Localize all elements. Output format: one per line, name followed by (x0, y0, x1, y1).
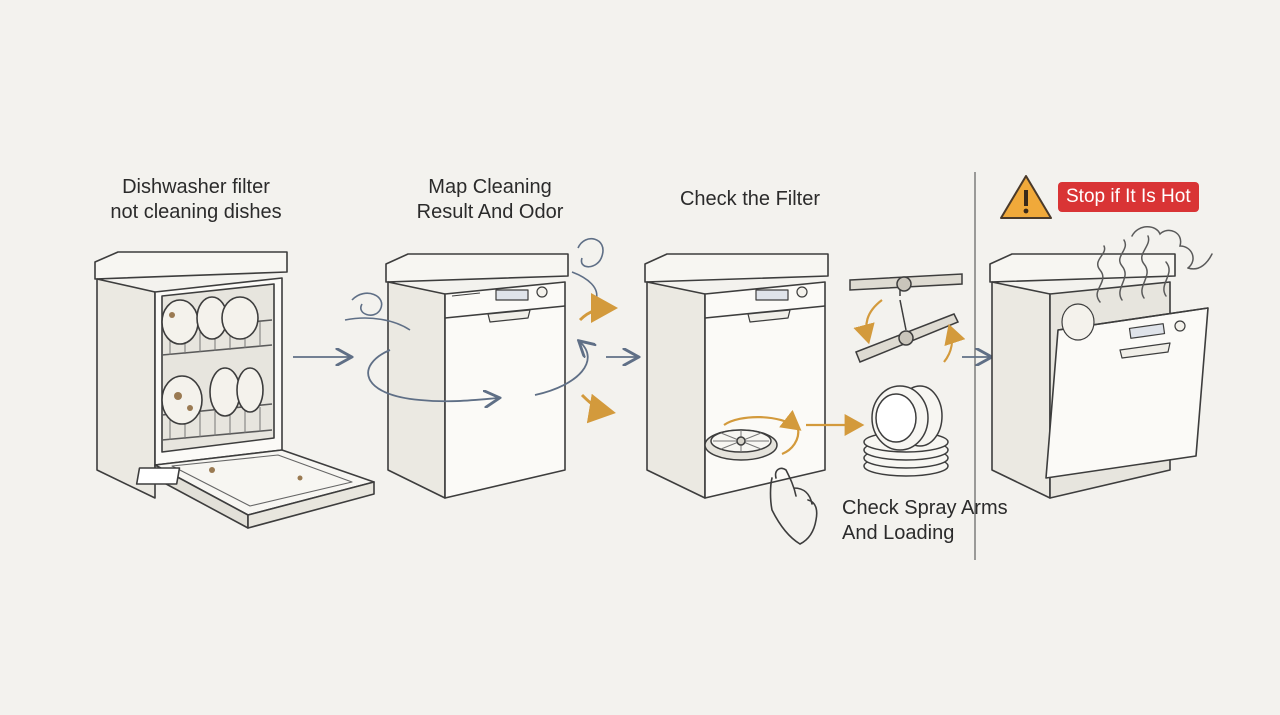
step-1-label-line-1: Dishwasher filter (122, 176, 270, 198)
step-1-label: Dishwasher filter not cleaning dishes (96, 175, 296, 225)
steam-icon (1096, 226, 1213, 303)
open-dishwasher-illustration (94, 251, 375, 529)
spray-rotate-arrow-right (943, 323, 966, 363)
warning-triangle-icon (1000, 175, 1052, 219)
accent-arrow-up (578, 293, 618, 324)
filter-rotate-arrow (723, 409, 802, 431)
spray-arms-label: Check Spray Arms And Loading (842, 496, 1042, 546)
spray-label-line-2: And Loading (842, 522, 955, 544)
warning-badge: Stop if It Is Hot (1058, 182, 1199, 212)
step-2-label: Map Cleaning Result And Odor (385, 175, 595, 225)
cycle-arrow-right (534, 342, 588, 396)
step-2-label-line-1: Map Cleaning (428, 176, 552, 198)
step-2-label-line-2: Result And Odor (416, 201, 564, 223)
step-3-label: Check the Filter (660, 187, 840, 212)
filter-rotate-arrow-2 (781, 427, 800, 456)
accent-arrow-down (580, 393, 616, 424)
step-1-label-line-2: not cleaning dishes (110, 201, 282, 223)
spray-arm-icon (849, 273, 963, 363)
spray-label-line-1: Check Spray Arms (842, 497, 1008, 519)
hot-dishwasher-illustration (989, 253, 1209, 499)
plate-stack-icon (863, 385, 949, 477)
closed-dishwasher-illustration (385, 253, 569, 499)
filter-icon (704, 429, 778, 461)
filter-dishwasher-illustration (644, 253, 829, 499)
hand-pointer-icon (769, 467, 818, 545)
spray-rotate-arrow-left (853, 299, 883, 345)
step-3-label-line-1: Check the Filter (679, 188, 821, 210)
cycle-arrow-left (367, 349, 498, 401)
